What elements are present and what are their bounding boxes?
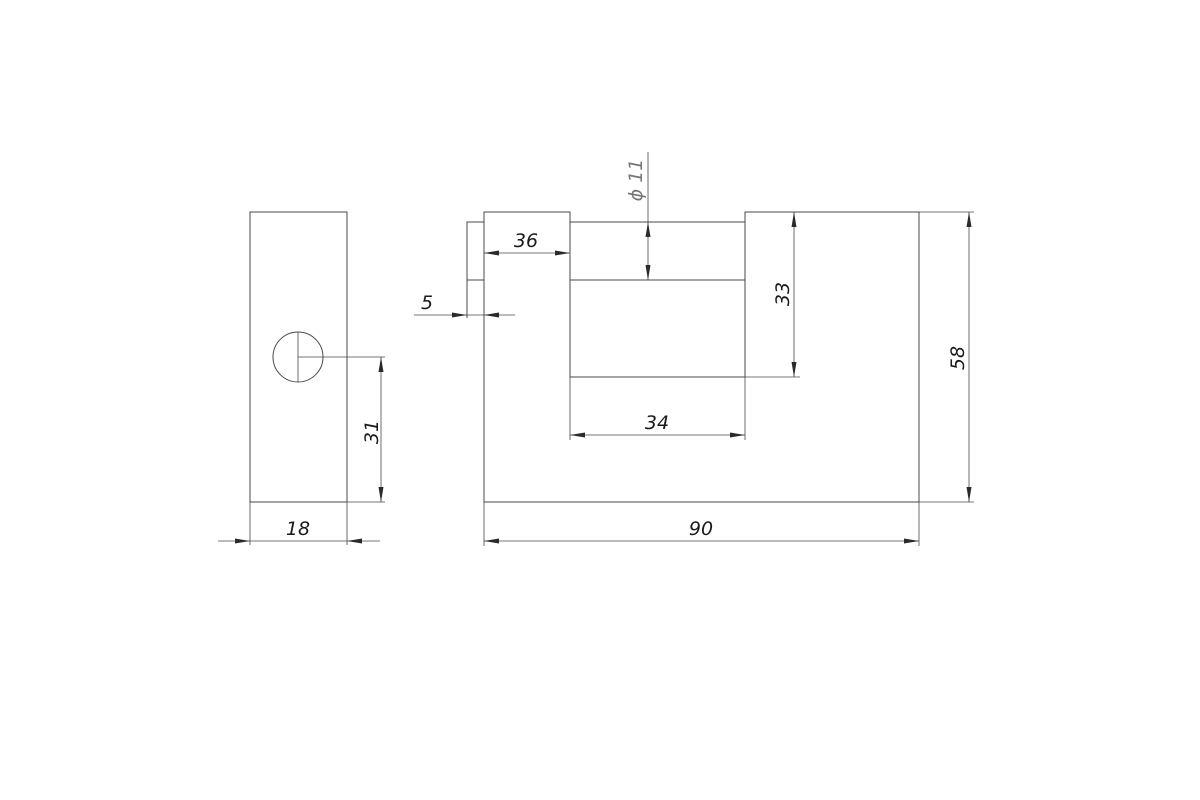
diameter-value: 11 bbox=[625, 159, 647, 183]
dimension-90-label: 90 bbox=[689, 518, 713, 540]
dimension-18-label: 18 bbox=[286, 518, 310, 540]
shackle-lip-outline bbox=[466, 221, 484, 318]
dimension-18: 18 bbox=[218, 502, 380, 545]
dimension-5-label: 5 bbox=[421, 292, 433, 314]
dimension-diameter-11: ϕ 11 bbox=[625, 152, 651, 280]
front-view: 36 5 ϕ 11 33 bbox=[414, 152, 974, 546]
dimension-5: 5 bbox=[414, 280, 515, 320]
dimension-36-label: 36 bbox=[514, 230, 538, 252]
side-view: 31 18 bbox=[218, 211, 385, 545]
dimension-33: 33 bbox=[570, 211, 800, 378]
diameter-symbol: ϕ bbox=[625, 189, 647, 202]
dimension-36: 36 bbox=[484, 230, 570, 256]
dimension-31: 31 bbox=[347, 357, 385, 503]
dimension-34-label: 34 bbox=[645, 412, 669, 434]
dimension-diameter-11-label: ϕ 11 bbox=[625, 159, 647, 202]
dimension-34: 34 bbox=[569, 377, 746, 440]
dimension-90: 90 bbox=[483, 502, 920, 546]
dimension-33-label: 33 bbox=[772, 282, 794, 306]
padlock-body-outline bbox=[483, 211, 920, 503]
dimension-31-label: 31 bbox=[361, 420, 383, 444]
dimension-58-label: 58 bbox=[947, 346, 969, 370]
dimension-58: 58 bbox=[919, 211, 974, 503]
